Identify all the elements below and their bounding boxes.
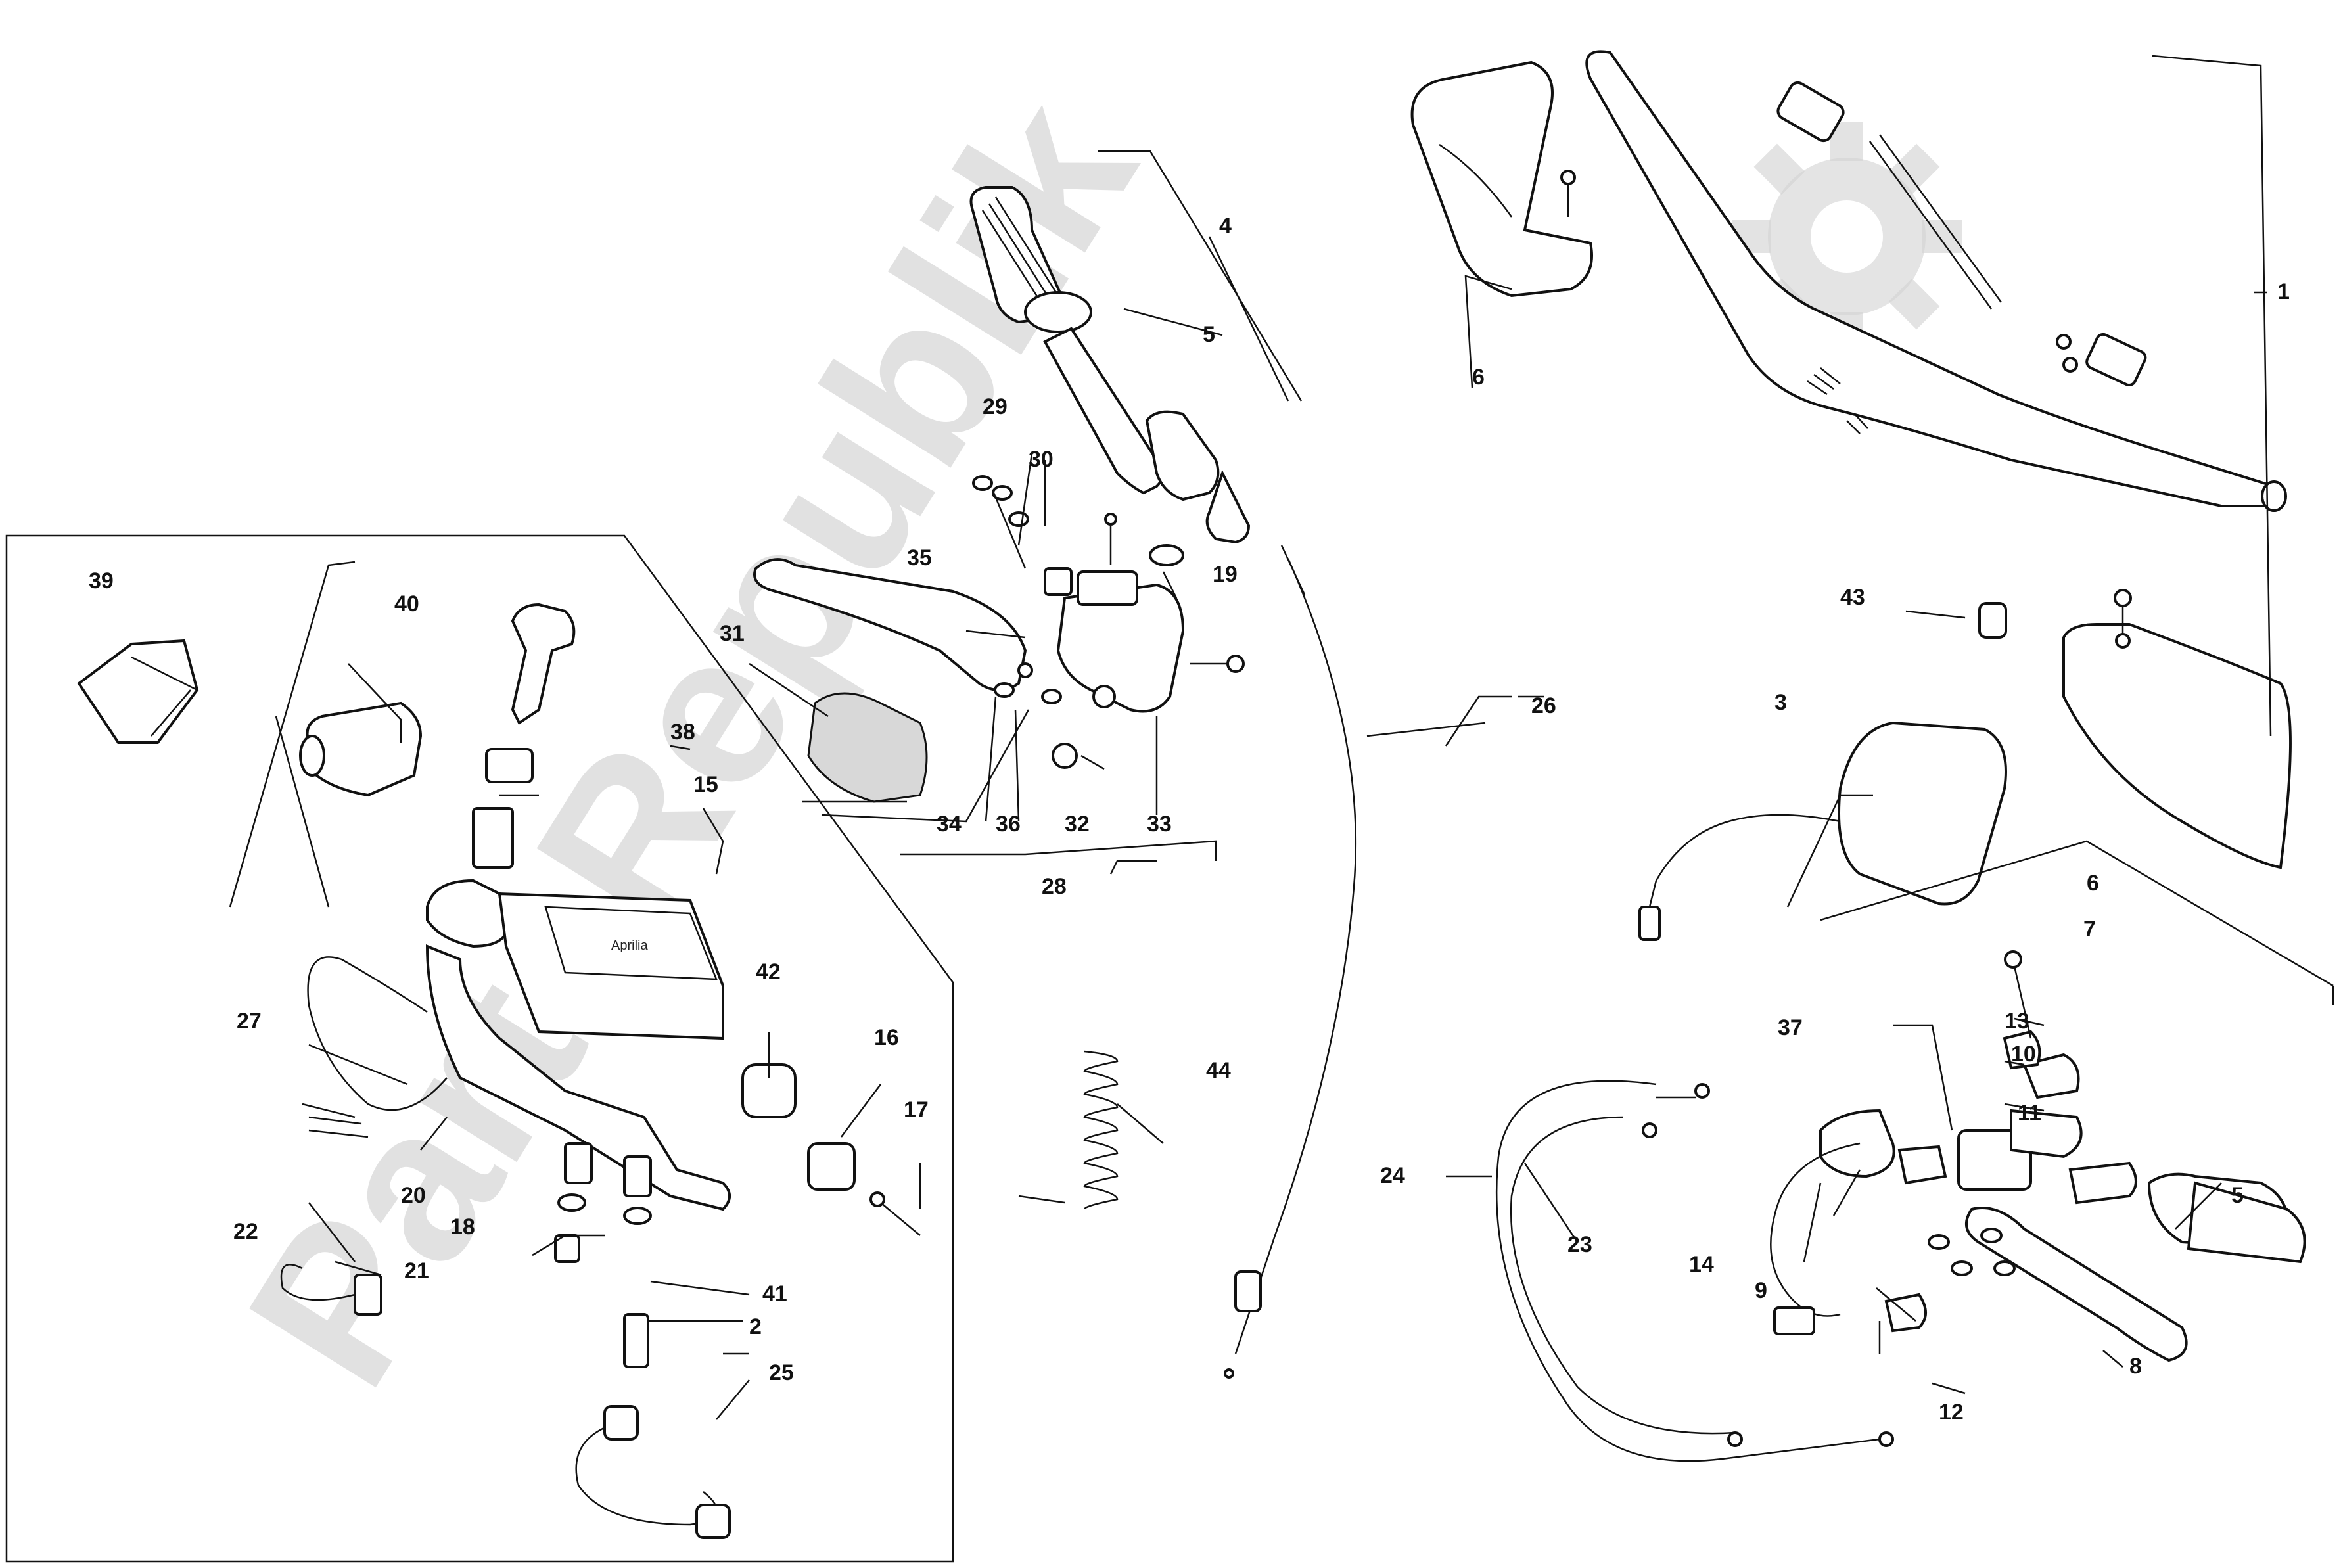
label-7: 7 bbox=[2083, 917, 2096, 942]
label-14: 14 bbox=[1689, 1252, 1714, 1277]
label-30: 30 bbox=[1029, 447, 1054, 472]
label-33: 33 bbox=[1147, 812, 1172, 837]
leader-lines bbox=[151, 55, 2334, 1420]
label-27: 27 bbox=[237, 1009, 262, 1034]
label-17: 17 bbox=[904, 1097, 929, 1122]
spring bbox=[1083, 1050, 1119, 1210]
label-20: 20 bbox=[401, 1183, 426, 1208]
label-1: 1 bbox=[2277, 279, 2290, 304]
label-32: 32 bbox=[1065, 812, 1090, 837]
label-16: 16 bbox=[874, 1025, 899, 1050]
label-5a: 5 bbox=[1203, 322, 1215, 347]
handguard-left bbox=[1410, 60, 1593, 298]
label-42: 42 bbox=[756, 959, 781, 984]
label-41: 41 bbox=[762, 1281, 787, 1306]
brake-lever-assembly bbox=[753, 475, 1245, 770]
label-11: 11 bbox=[2018, 1101, 2041, 1126]
label-34: 34 bbox=[937, 812, 962, 837]
label-25: 25 bbox=[769, 1360, 794, 1385]
label-18: 18 bbox=[450, 1214, 475, 1239]
label-12: 12 bbox=[1939, 1400, 1964, 1425]
inset-frame bbox=[5, 534, 954, 1563]
label-9: 9 bbox=[1755, 1278, 1767, 1303]
label-6a: 6 bbox=[1472, 365, 1485, 390]
label-19: 19 bbox=[1213, 562, 1238, 587]
label-31: 31 bbox=[720, 621, 745, 646]
label-8: 8 bbox=[2129, 1354, 2142, 1379]
label-38: 38 bbox=[670, 720, 695, 745]
mirror bbox=[1638, 721, 2007, 941]
label-2: 2 bbox=[749, 1314, 762, 1339]
grip-left bbox=[969, 186, 1251, 544]
label-21: 21 bbox=[404, 1258, 429, 1283]
label-3: 3 bbox=[1774, 690, 1787, 715]
label-36: 36 bbox=[996, 812, 1021, 837]
label-40: 40 bbox=[394, 591, 419, 616]
handguard-right bbox=[2062, 589, 2292, 869]
label-29: 29 bbox=[983, 394, 1008, 419]
label-39: 39 bbox=[89, 568, 114, 593]
handlebar-clamp-upper bbox=[1776, 81, 2147, 386]
label-22: 22 bbox=[233, 1219, 258, 1244]
ignition-brand-label: Aprilia bbox=[611, 938, 648, 953]
label-24: 24 bbox=[1380, 1163, 1405, 1188]
switch-assembly-right bbox=[1819, 950, 2306, 1362]
label-15: 15 bbox=[693, 772, 718, 797]
part-labels: 1 2 3 4 5 5 6 6 7 8 9 10 11 12 13 14 15 … bbox=[89, 214, 2290, 1425]
throttle-cable bbox=[1224, 545, 1357, 1379]
label-26: 26 bbox=[1531, 693, 1556, 718]
spacer-43 bbox=[1978, 602, 2007, 639]
label-5b: 5 bbox=[2231, 1183, 2244, 1208]
label-10: 10 bbox=[2011, 1042, 2036, 1067]
label-43: 43 bbox=[1840, 585, 1865, 610]
label-23: 23 bbox=[1567, 1232, 1592, 1257]
label-28: 28 bbox=[1042, 874, 1067, 899]
label-37: 37 bbox=[1778, 1015, 1803, 1040]
label-4: 4 bbox=[1219, 214, 1232, 239]
handlebar bbox=[1585, 50, 2287, 512]
label-35: 35 bbox=[907, 545, 932, 570]
clutch-cables bbox=[1495, 1080, 1894, 1462]
label-6b: 6 bbox=[2087, 871, 2099, 896]
lever-cover bbox=[807, 692, 928, 803]
label-13: 13 bbox=[2005, 1009, 2029, 1034]
label-44: 44 bbox=[1206, 1058, 1231, 1083]
